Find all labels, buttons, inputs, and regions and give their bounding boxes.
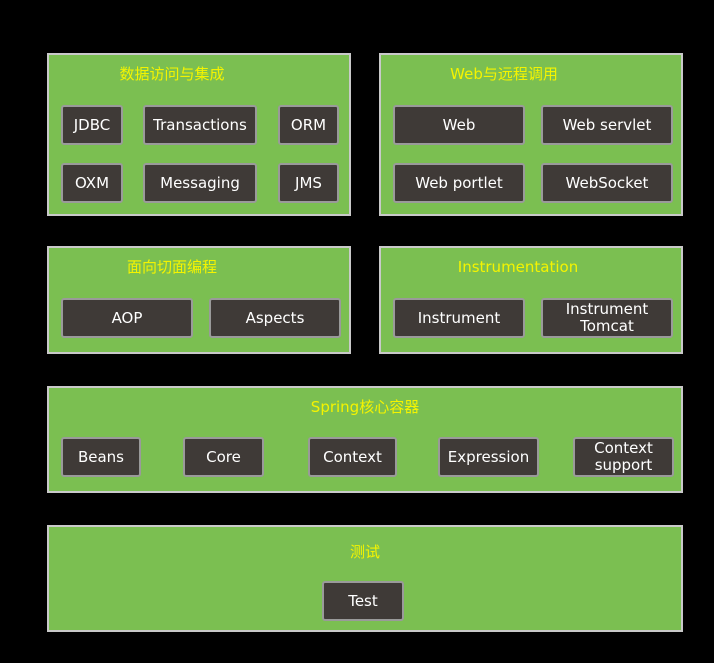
context-support-module: Context support xyxy=(573,437,674,477)
test-panel: 测试 Test xyxy=(47,525,683,632)
aop-module: AOP xyxy=(61,298,193,338)
web-title: Web与远程调用 xyxy=(450,65,558,83)
oxm-module: OXM xyxy=(61,163,123,203)
websocket-module: WebSocket xyxy=(541,163,673,203)
web-module: Web xyxy=(393,105,525,145)
instrument-tomcat-module: Instrument Tomcat xyxy=(541,298,673,338)
orm-module: ORM xyxy=(278,105,339,145)
web-portlet-module: Web portlet xyxy=(393,163,525,203)
jdbc-module: JDBC xyxy=(61,105,123,145)
instrumentation-panel: Instrumentation Instrument Instrument To… xyxy=(379,246,683,354)
instrumentation-title: Instrumentation xyxy=(457,258,579,276)
aop-panel: 面向切面编程 AOP Aspects xyxy=(47,246,351,354)
transactions-module: Transactions xyxy=(143,105,257,145)
messaging-module: Messaging xyxy=(143,163,257,203)
aspects-module: Aspects xyxy=(209,298,341,338)
core-container-title: Spring核心容器 xyxy=(310,398,420,416)
context-module: Context xyxy=(308,437,397,477)
instrument-module: Instrument xyxy=(393,298,525,338)
core-module: Core xyxy=(183,437,264,477)
data-access-title: 数据访问与集成 xyxy=(119,65,225,83)
web-panel: Web与远程调用 Web Web servlet Web portlet Web… xyxy=(379,53,683,216)
test-title: 测试 xyxy=(349,543,380,561)
expression-module: Expression xyxy=(438,437,539,477)
aop-title: 面向切面编程 xyxy=(126,258,217,276)
test-module: Test xyxy=(322,581,404,621)
beans-module: Beans xyxy=(61,437,141,477)
web-servlet-module: Web servlet xyxy=(541,105,673,145)
data-access-panel: 数据访问与集成 JDBC Transactions ORM OXM Messag… xyxy=(47,53,351,216)
core-container-panel: Spring核心容器 Beans Core Context Expression… xyxy=(47,386,683,493)
jms-module: JMS xyxy=(278,163,339,203)
